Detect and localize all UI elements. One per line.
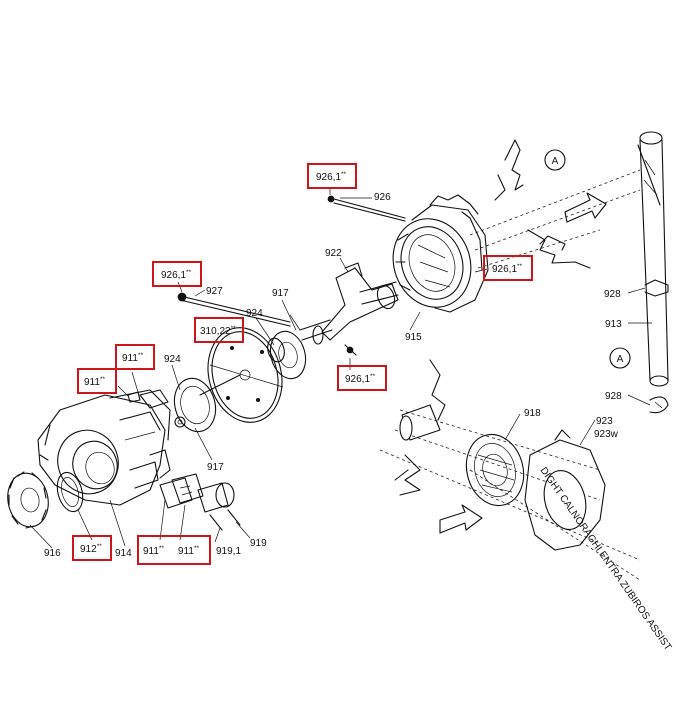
part-926-rod	[327, 195, 406, 222]
part-915-housing	[392, 194, 489, 313]
label-926-1-right: 926,1**	[492, 263, 523, 275]
label-928-top: 928	[604, 289, 621, 300]
label-922: 922	[325, 248, 342, 259]
label-914: 914	[115, 548, 132, 559]
part-928-clip-upper	[644, 279, 669, 297]
part-913-shaft	[637, 131, 669, 387]
label-923w: 923w	[594, 429, 619, 440]
part-labels: 926,1** 926 926,1** 926,1** 927 922 917 …	[44, 171, 622, 559]
label-915: 915	[405, 332, 422, 343]
highlight-911-b	[77, 368, 117, 394]
marker-a-low: A	[609, 347, 631, 369]
highlight-boxes	[72, 163, 533, 565]
part-927-pin	[177, 292, 291, 327]
marker-a-low-text: A	[617, 354, 624, 365]
marker-a-top-text: A	[552, 156, 559, 167]
part-912-ring	[56, 471, 84, 513]
label-924-low: 924	[164, 354, 181, 365]
label-927: 927	[206, 286, 223, 297]
label-924-top: 924	[246, 308, 263, 319]
part-926-1-pin-mid	[344, 344, 357, 356]
part-922-linkage	[321, 262, 399, 341]
label-926-1-mid: 926,1**	[345, 373, 376, 385]
label-911-b: 911**	[84, 376, 105, 388]
highlight-926-1-top	[307, 163, 357, 189]
part-928-clip-lower	[649, 396, 669, 414]
highlight-911-a	[115, 344, 155, 370]
label-928-low: 928	[605, 391, 622, 402]
label-310-22: 310,22**	[200, 325, 236, 337]
part-917-shaft-upper	[289, 314, 333, 345]
label-911-a: 911**	[122, 352, 143, 364]
axis-lines-upper	[469, 169, 641, 269]
label-917-low: 917	[207, 462, 224, 473]
cable-wavy-upper	[494, 139, 591, 269]
cable-wavy-lower	[394, 359, 446, 496]
highlight-912	[72, 535, 112, 561]
flow-arrow-upper	[564, 192, 607, 223]
part-923-ring: DIGHT CALNORAGHI ENTRA ZUBIROS ASSIST	[524, 429, 674, 653]
ring-rim-text: DIGHT CALNORAGHI ENTRA ZUBIROS ASSIST	[538, 465, 674, 652]
label-926: 926	[374, 192, 391, 203]
label-913: 913	[605, 319, 622, 330]
label-918: 918	[524, 408, 541, 419]
flow-arrow-lower	[439, 504, 483, 534]
label-919-1: 919,1	[216, 546, 241, 557]
label-923: 923	[596, 416, 613, 427]
label-916: 916	[44, 548, 61, 559]
part-911-gaskets	[159, 473, 204, 509]
label-911-d: 911**	[178, 545, 199, 557]
part-310-22-disc	[199, 327, 284, 423]
highlight-926-1-mid	[337, 365, 387, 391]
label-926-1-top: 926,1**	[316, 171, 347, 183]
part-916-knob	[7, 471, 49, 529]
part-924-disc-lower	[173, 377, 217, 433]
label-917-top: 917	[272, 288, 289, 299]
part-911-bracket-upper	[127, 389, 169, 409]
label-911-c: 911**	[143, 545, 164, 557]
marker-a-top: A	[544, 149, 566, 171]
highlight-310-22	[194, 317, 244, 343]
part-919-plug	[197, 482, 241, 531]
label-926-1-left: 926,1**	[161, 269, 192, 281]
label-912: 912**	[80, 543, 102, 555]
highlight-926-1-right	[483, 255, 533, 281]
leader-lines	[29, 188, 652, 549]
highlight-926-1-left	[152, 261, 202, 287]
label-919: 919	[250, 538, 267, 549]
part-918-cylinder	[399, 404, 525, 507]
highlight-911-pair	[137, 535, 211, 565]
